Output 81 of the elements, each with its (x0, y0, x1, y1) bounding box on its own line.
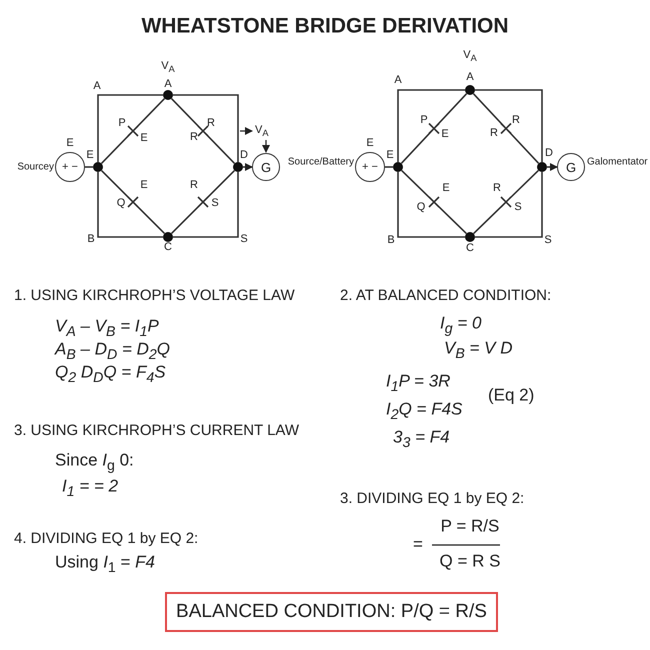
node-label: D (545, 146, 553, 160)
emf-label: E (66, 136, 74, 150)
corner-label: A (93, 80, 101, 92)
galvanometer-letter: G (260, 160, 272, 174)
resistor-label: P (118, 116, 126, 130)
resistor-label: R (493, 182, 501, 194)
section-heading: 4. DIVIDING EQ 1 by EQ 2: (14, 530, 198, 548)
resistor-label: R (490, 126, 498, 140)
title: WHEATSTONE BRIDGE DERIVATION (141, 14, 509, 38)
equation: I$_{1}$P = 3R (386, 372, 450, 396)
equation: A$_{B}$ – D$_{D}$ = D$_{2}$Q (55, 340, 170, 364)
equation: V$_{B}$ = V D (444, 340, 513, 362)
galvanometer-label: Galomentator (587, 156, 648, 168)
junction-dot (393, 162, 403, 172)
resistor-label: E (441, 128, 449, 140)
equation: Q$_{2}$ D$_{D}$Q = F$_{4}$S (55, 364, 166, 386)
result-box (165, 592, 498, 632)
equation: I$_{2}$Q = F4S (386, 400, 462, 424)
source-label: Source/Battery (288, 156, 354, 168)
resistor-label: E (140, 178, 148, 192)
equation: I$_{1}$ = = 2 (62, 478, 118, 500)
resistor-label: R (190, 178, 198, 192)
equation-number: (Eq 2) (488, 386, 534, 406)
equals-sign: = (413, 536, 423, 554)
fraction-numerator: P = R/S (440, 518, 500, 536)
junction-dot (233, 162, 243, 172)
wire (385, 166, 393, 168)
node-label: A (164, 78, 172, 90)
corner-label: S (544, 234, 552, 246)
galvanometer-letter: G (566, 160, 576, 174)
corner-label: S (240, 232, 248, 246)
voltage-label: V$_{A}$ (161, 60, 175, 74)
resistor-label: E (140, 132, 148, 144)
polarity-signs: + − (62, 161, 78, 173)
resistor-label: E (442, 182, 450, 194)
polarity-signs: + − (362, 161, 378, 173)
node-label: C (466, 242, 474, 254)
junction-dot (537, 162, 547, 172)
wire (85, 166, 93, 168)
equation: Since I$_{g}$ 0: (55, 452, 134, 474)
corner-label: B (87, 232, 95, 246)
result-text: BALANCED CONDITION: P/Q = R/S (176, 601, 487, 623)
resistor-label: Q (116, 196, 126, 210)
equation: Using I$_{1}$ = F4 (55, 554, 156, 576)
corner-label: B (387, 234, 395, 246)
equation: V$_{A}$ – V$_{B}$ = I$_{1}$P (55, 318, 159, 340)
resistor-label: S (211, 196, 219, 210)
node-label: A (466, 70, 474, 84)
resistor-label: R (207, 116, 215, 130)
voltage-label: V$_{A}$ (463, 48, 477, 64)
resistor-label: Q (416, 200, 426, 214)
section-heading: 2. AT BALANCED CONDITION: (340, 288, 552, 304)
junction-dot (163, 232, 173, 242)
equation: 3$_{3}$ = F4 (393, 428, 450, 452)
voltage-source-symbol (355, 152, 385, 182)
wire (547, 163, 558, 171)
junction-dot (465, 85, 475, 95)
source-label: Sourcey (17, 162, 54, 172)
resistor-label: R (190, 130, 198, 144)
resistor-label: R (512, 114, 520, 126)
voltage-label: V$_{A}$ (255, 124, 268, 138)
corner-label: A (394, 74, 402, 86)
galvanometer-symbol (252, 153, 280, 181)
junction-dot (465, 232, 475, 242)
fraction-denominator: Q = R S (440, 552, 500, 572)
section-heading: 3. DIVIDING EQ 1 by EQ 2: (340, 490, 524, 508)
wire (243, 163, 253, 171)
section-heading: 1. USING KIRCHROPH’S VOLTAGE LAW (14, 288, 295, 304)
galvanometer-symbol (557, 153, 585, 181)
node-label: D (240, 148, 248, 162)
resistor-label: P (420, 114, 428, 126)
emf-label: E (366, 136, 374, 150)
junction-dot (163, 90, 173, 100)
voltage-source-symbol (55, 152, 85, 182)
resistor-label: S (514, 200, 522, 214)
node-label: E (86, 148, 94, 162)
junction-dot (93, 162, 103, 172)
node-label: C (164, 240, 172, 254)
equation: I$_{g}$ = 0 (440, 314, 482, 338)
node-label: E (386, 148, 394, 162)
section-heading: 3. USING KIRCHROPH’S CURRENT LAW (14, 422, 300, 440)
